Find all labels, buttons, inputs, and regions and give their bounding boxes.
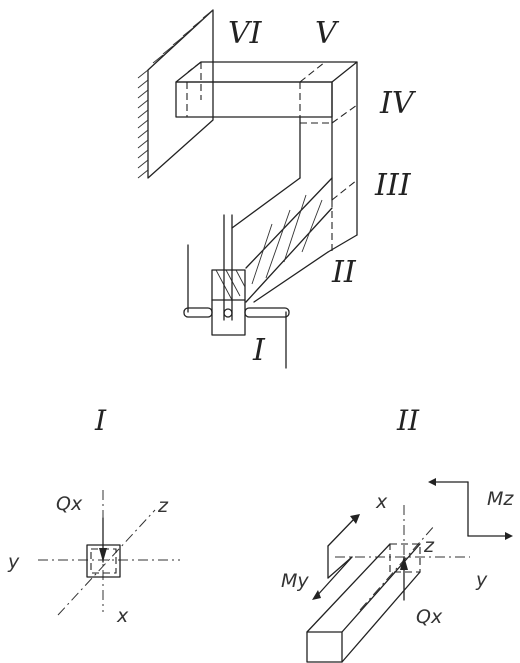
label-x: x xyxy=(116,605,129,627)
label-z: z xyxy=(157,495,169,517)
section-label-iv: IV xyxy=(379,86,417,121)
detail-title-left: I xyxy=(94,404,107,437)
wall-support xyxy=(137,9,214,179)
section-label-v: V xyxy=(315,16,340,51)
label-qx: Qx xyxy=(416,606,443,628)
section-label-vi: VI xyxy=(228,16,263,51)
section-labels: VI V IV III II I xyxy=(228,16,417,368)
load-rods xyxy=(183,214,290,369)
end-block xyxy=(211,269,246,336)
label-z: z xyxy=(423,535,435,557)
moment-my-arrow xyxy=(312,514,360,600)
label-x: x xyxy=(375,491,388,513)
detail-section-i: Qx z y x xyxy=(7,490,180,627)
label-my: My xyxy=(281,570,309,592)
section-label-ii: II xyxy=(331,255,357,290)
label-y: y xyxy=(7,551,20,573)
section-label-i: I xyxy=(252,333,266,368)
axis-z-line xyxy=(57,509,156,616)
label-mz: Mz xyxy=(487,488,514,510)
section-label-iii: III xyxy=(374,168,412,203)
detail-title-right: II xyxy=(396,404,420,437)
label-qx: Qx xyxy=(56,493,83,515)
beam-prism xyxy=(306,543,421,663)
detail-section-ii: x z My y Qx Mz xyxy=(281,478,514,663)
frame-beam xyxy=(175,61,358,303)
label-y: y xyxy=(475,569,488,591)
moment-mz-arrow xyxy=(428,478,513,540)
